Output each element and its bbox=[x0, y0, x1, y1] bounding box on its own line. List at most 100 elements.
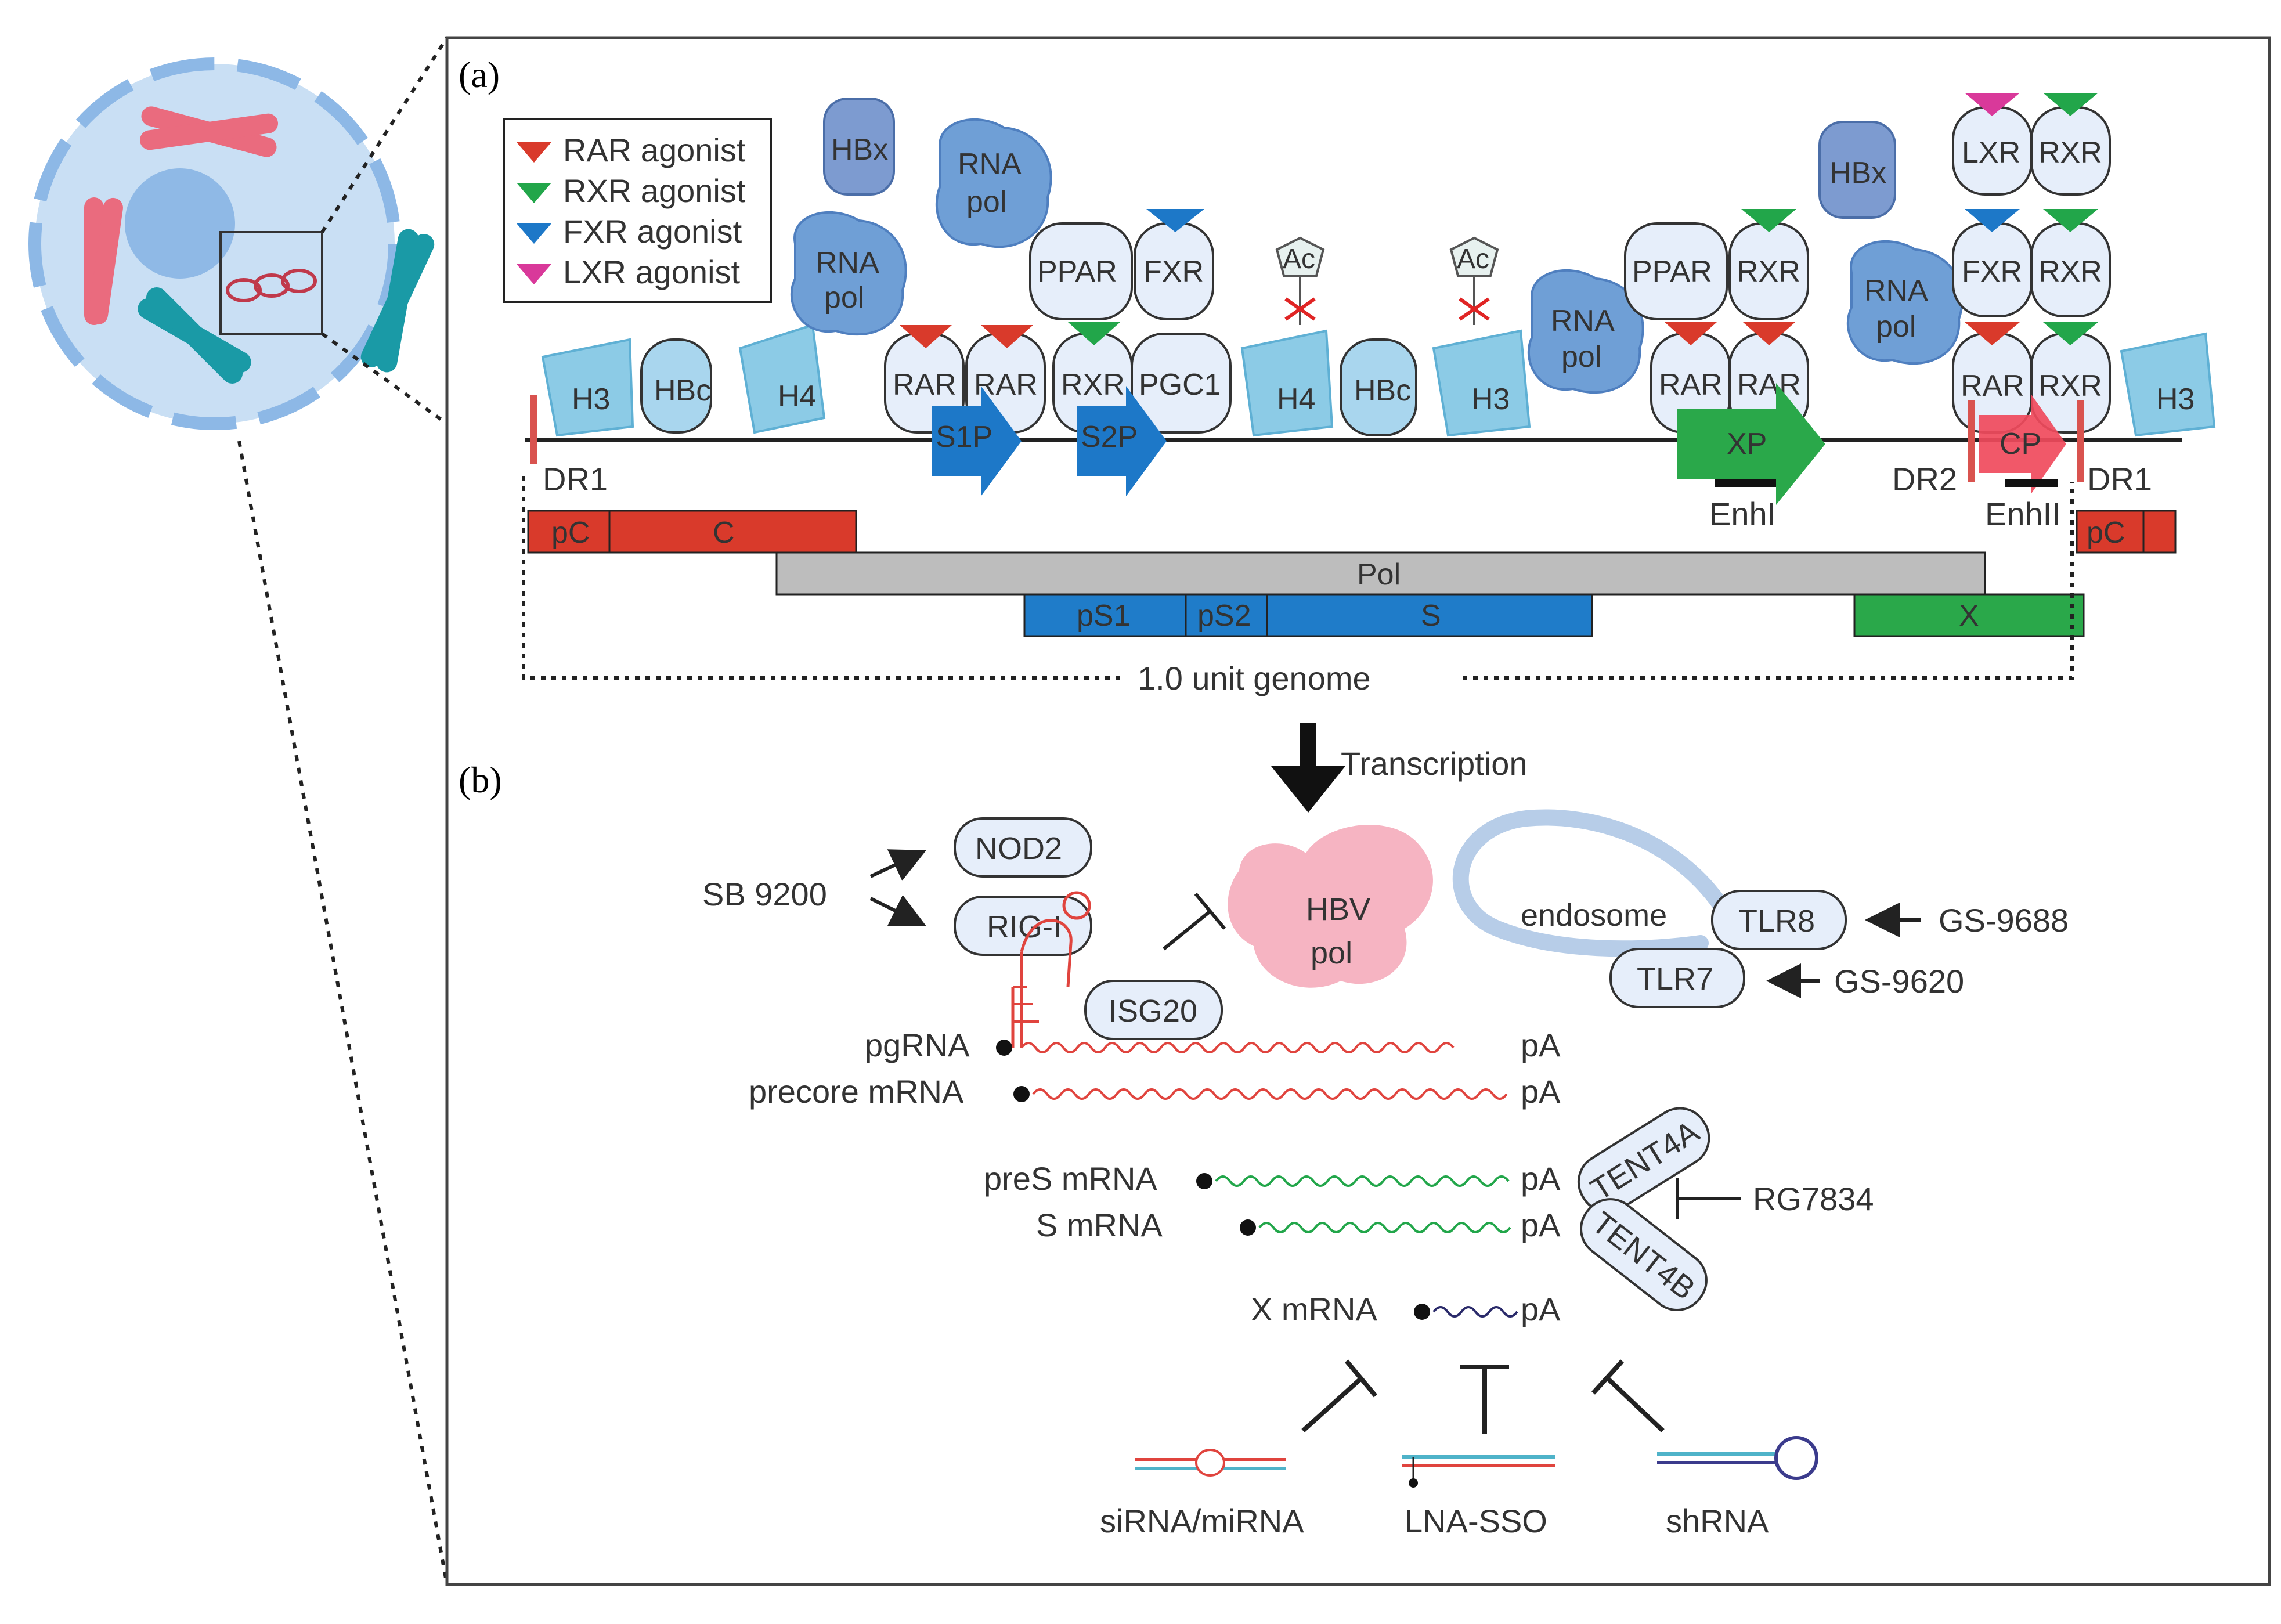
legend-item-fxr: FXR agonist bbox=[517, 213, 742, 250]
svg-text:PPAR: PPAR bbox=[1037, 255, 1117, 288]
rigi-box: RIG-I bbox=[954, 896, 1092, 956]
svg-text:H3: H3 bbox=[1471, 382, 1510, 416]
sirna-icon bbox=[1135, 1449, 1286, 1477]
panel-a-label: (a) bbox=[459, 54, 500, 95]
endosome bbox=[1452, 809, 1729, 957]
histone-h3-mid: H3 Ac bbox=[1432, 236, 1531, 437]
x-mrna-cap bbox=[1414, 1304, 1430, 1320]
x-mrna-pa: pA bbox=[1521, 1291, 1561, 1327]
s-mrna-label: S mRNA bbox=[1036, 1207, 1163, 1243]
svg-text:pS1: pS1 bbox=[1077, 599, 1131, 633]
svg-text:pol: pol bbox=[1561, 340, 1601, 374]
s1p-promoter: S1P bbox=[932, 386, 1022, 496]
shrna-label: shRNA bbox=[1666, 1503, 1769, 1539]
nod2-box: NOD2 bbox=[954, 817, 1092, 878]
endosome-label: endosome bbox=[1521, 898, 1667, 933]
svg-text:pC: pC bbox=[551, 516, 590, 550]
svg-text:pC: pC bbox=[2087, 516, 2125, 550]
dr1-right-label: DR1 bbox=[2087, 461, 2152, 497]
svg-text:ISG20: ISG20 bbox=[1109, 994, 1197, 1028]
dr1-left-label: DR1 bbox=[543, 461, 608, 497]
orf-surface: pS1 pS2 S bbox=[1023, 593, 1593, 637]
precore-strand bbox=[1032, 1088, 1508, 1100]
svg-text:pS2: pS2 bbox=[1197, 599, 1251, 633]
gs9620-label: GS-9620 bbox=[1834, 963, 1964, 999]
svg-text:RXR: RXR bbox=[1061, 368, 1125, 402]
rna-pol-1: RNA pol bbox=[790, 211, 907, 336]
svg-text:FXR: FXR bbox=[1962, 255, 2022, 288]
lna-sso-label: LNA-SSO bbox=[1405, 1503, 1547, 1539]
hbc-left: HBc bbox=[640, 338, 712, 434]
precore-cap bbox=[1013, 1086, 1030, 1102]
svg-text:S: S bbox=[1421, 599, 1441, 633]
shrna-icon bbox=[1657, 1436, 1818, 1480]
panel-b-label: (b) bbox=[459, 759, 502, 800]
svg-text:XP: XP bbox=[1727, 427, 1767, 461]
arrow-to-nod2 bbox=[869, 849, 926, 881]
svg-text:H3: H3 bbox=[572, 382, 610, 416]
orf-core-right: pC bbox=[2076, 510, 2177, 554]
histone-h4-mid: H4 Ac bbox=[1240, 236, 1334, 437]
pres-cap bbox=[1196, 1173, 1212, 1189]
svg-text:CP: CP bbox=[2000, 427, 2041, 461]
enh2-bar bbox=[2005, 479, 2058, 487]
transcription-arrow bbox=[1271, 723, 1345, 813]
precore-pa: pA bbox=[1521, 1073, 1561, 1110]
svg-text:NOD2: NOD2 bbox=[975, 831, 1062, 866]
chromosome-teal-2 bbox=[360, 229, 435, 373]
unit-genome-label: 1.0 unit genome bbox=[1138, 660, 1371, 696]
precore-label: precore mRNA bbox=[749, 1073, 964, 1110]
chromosome-teal-1 bbox=[138, 287, 251, 384]
legend: RAR agonist RXR agonist FXR agonist LXR … bbox=[503, 118, 772, 303]
rna-pol-4: RNA pol bbox=[1846, 240, 1964, 365]
svg-text:LXR agonist: LXR agonist bbox=[563, 254, 741, 290]
acetyl-mark-2: Ac bbox=[1449, 236, 1499, 325]
lna-inhibit bbox=[1460, 1365, 1509, 1434]
xp-promoter: XP bbox=[1677, 383, 1825, 505]
svg-text:RXR: RXR bbox=[2038, 255, 2102, 288]
svg-text:LXR: LXR bbox=[1962, 136, 2020, 169]
svg-text:TLR8: TLR8 bbox=[1738, 904, 1815, 939]
svg-text:H4: H4 bbox=[1277, 382, 1315, 416]
svg-text:RXR: RXR bbox=[1737, 255, 1800, 288]
fxr-agonist-mark bbox=[1146, 209, 1204, 232]
dr1-right-marker bbox=[2077, 400, 2084, 482]
hbx-right: HBx bbox=[1818, 121, 1896, 219]
isg20-box: ISG20 bbox=[1084, 980, 1223, 1040]
cell-illustration bbox=[28, 57, 435, 430]
lxr-rxr: LXR RXR bbox=[1952, 93, 2111, 196]
svg-text:FXR agonist: FXR agonist bbox=[563, 213, 742, 250]
svg-text:RXR agonist: RXR agonist bbox=[563, 172, 746, 209]
svg-text:TLR7: TLR7 bbox=[1637, 962, 1713, 997]
svg-text:S2P: S2P bbox=[1081, 420, 1138, 454]
sirna-inhibit bbox=[1301, 1359, 1378, 1432]
gs9688-label: GS-9688 bbox=[1939, 902, 2069, 939]
pgrna-strand bbox=[1020, 1042, 1455, 1053]
dr2-label: DR2 bbox=[1892, 461, 1957, 497]
enh1-bar bbox=[1715, 479, 1776, 487]
svg-text:pol: pol bbox=[824, 281, 864, 315]
svg-text:RNA: RNA bbox=[1551, 304, 1615, 338]
rna-pol-3: RNA pol bbox=[1527, 269, 1644, 394]
zoom-lines bbox=[237, 37, 449, 1585]
histone-h3-right: H3 bbox=[2120, 332, 2216, 437]
lna-sso-icon bbox=[1402, 1455, 1555, 1488]
svg-text:RNA: RNA bbox=[1864, 274, 1928, 308]
epsilon-hairpin bbox=[1011, 891, 1091, 1048]
s-mrna-strand bbox=[1258, 1222, 1511, 1233]
enh2-label: EnhII bbox=[1985, 496, 2061, 532]
svg-text:PPAR: PPAR bbox=[1632, 255, 1712, 288]
sirna-label: siRNA/miRNA bbox=[1100, 1503, 1304, 1539]
svg-text:Ac: Ac bbox=[1457, 244, 1489, 275]
dr2-marker bbox=[1968, 400, 1975, 482]
svg-text:H3: H3 bbox=[2156, 382, 2195, 416]
unit-genome-bracket bbox=[522, 476, 2074, 680]
svg-text:HBc: HBc bbox=[1354, 374, 1411, 407]
shrna-inhibit bbox=[1591, 1359, 1665, 1432]
histone-h3-left: H3 bbox=[541, 338, 634, 437]
pres-label: preS mRNA bbox=[984, 1160, 1157, 1197]
svg-text:Pol: Pol bbox=[1357, 558, 1401, 591]
pgrna-pa: pA bbox=[1521, 1027, 1561, 1063]
chromosome-red-2 bbox=[84, 197, 123, 325]
